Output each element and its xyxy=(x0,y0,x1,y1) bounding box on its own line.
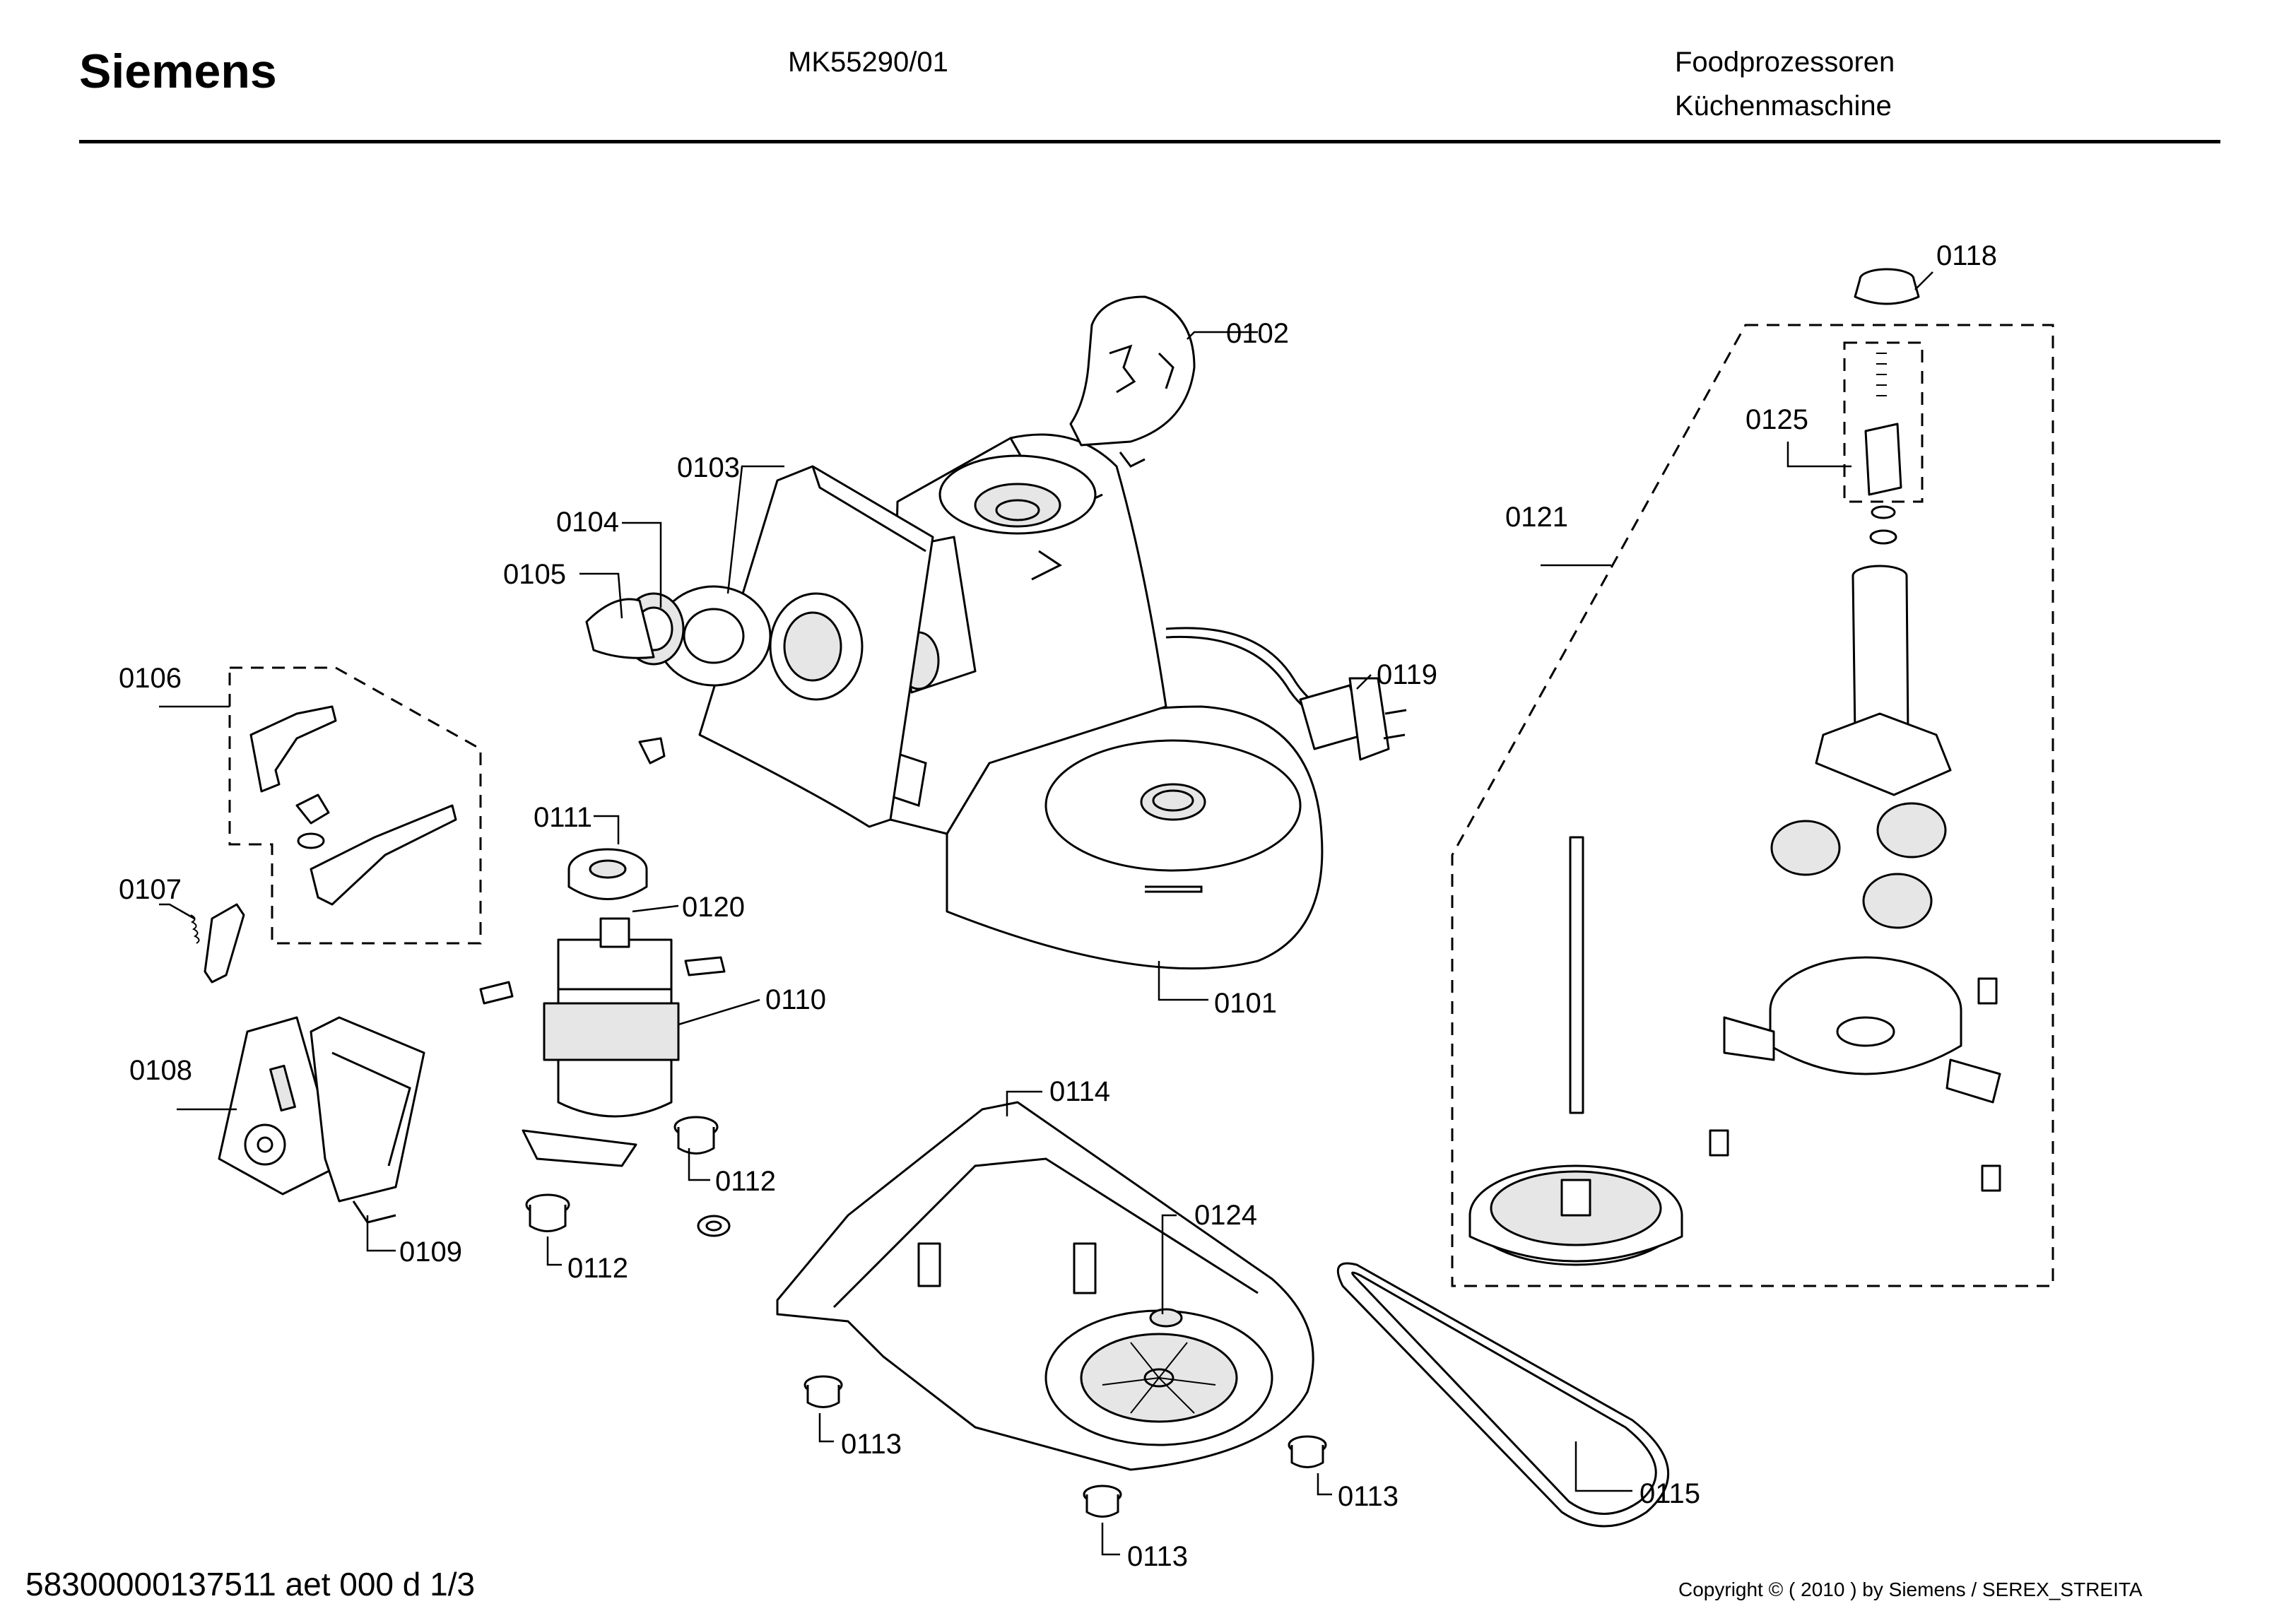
label-0111: 0111 xyxy=(534,802,592,833)
part-0121-gearbox-group xyxy=(1451,324,2054,1287)
label-0115: 0115 xyxy=(1639,1478,1700,1509)
label-0119: 0119 xyxy=(1377,659,1437,690)
label-0106: 0106 xyxy=(119,663,182,694)
category-foodprozessoren: Foodprozessoren xyxy=(1675,47,1895,78)
part-0113-foot xyxy=(803,1375,843,1408)
part-0112-foot xyxy=(673,1116,719,1155)
part-0103-front-cover xyxy=(698,465,934,828)
part-0104-seal-ring xyxy=(656,585,772,687)
part-damper-ring xyxy=(697,1215,731,1237)
part-0102-lid xyxy=(1069,295,1196,468)
brand-name: Siemens xyxy=(79,45,277,98)
label-0110: 0110 xyxy=(765,984,826,1015)
part-0118-cap xyxy=(1854,268,1920,305)
copyright-notice: Copyright © ( 2010 ) by Siemens / SEREX_… xyxy=(1678,1578,2143,1600)
label-0124: 0124 xyxy=(1194,1200,1257,1231)
label-0125: 0125 xyxy=(1745,404,1808,435)
document-id: 58300000137511 aet 000 d 1/3 xyxy=(25,1566,476,1603)
part-0111-motor-collar xyxy=(567,848,648,900)
part-0105-outlet-cone xyxy=(585,592,685,765)
part-0115-drive-belt xyxy=(1336,1262,1670,1528)
part-0108-control-board xyxy=(218,1016,341,1196)
part-0109-board-bracket xyxy=(310,1016,425,1224)
part-0119-mains-plug xyxy=(1299,677,1407,761)
part-0110-motor xyxy=(479,917,726,1167)
label-0101: 0101 xyxy=(1214,988,1277,1019)
label-0112a: 0112 xyxy=(715,1166,776,1197)
label-0121: 0121 xyxy=(1505,502,1568,533)
label-0103: 0103 xyxy=(677,452,740,483)
part-0107-spring-latch xyxy=(190,903,245,984)
label-0112b: 0112 xyxy=(567,1253,628,1284)
label-0113a: 0113 xyxy=(841,1429,902,1460)
label-0113c: 0113 xyxy=(1127,1541,1188,1572)
label-0114: 0114 xyxy=(1049,1076,1110,1107)
label-0102: 0102 xyxy=(1226,318,1289,349)
header-rule xyxy=(79,140,2220,143)
part-0114-bottom-housing xyxy=(776,1101,1314,1471)
label-0104: 0104 xyxy=(556,507,619,538)
part-0113-foot xyxy=(1288,1435,1327,1468)
part-0106-lever-group xyxy=(228,666,482,945)
label-0113b: 0113 xyxy=(1338,1481,1399,1512)
label-0109: 0109 xyxy=(399,1237,462,1268)
part-0125-coupling xyxy=(1843,341,1924,545)
model-number: MK55290/01 xyxy=(788,47,948,78)
label-0107: 0107 xyxy=(119,874,182,905)
label-0118: 0118 xyxy=(1936,240,1997,271)
part-0112-foot xyxy=(525,1193,570,1232)
label-0105: 0105 xyxy=(503,559,566,590)
part-0113-foot xyxy=(1083,1485,1122,1518)
label-0108: 0108 xyxy=(129,1055,192,1086)
part-labels: 0101 0102 0103 0104 0105 0106 0107 0108 … xyxy=(119,240,1997,1572)
category-kuechenmaschine: Küchenmaschine xyxy=(1675,90,1892,122)
part-0101-housing xyxy=(875,433,1350,970)
leader-lines xyxy=(159,271,1933,1556)
label-0120: 0120 xyxy=(682,892,745,923)
